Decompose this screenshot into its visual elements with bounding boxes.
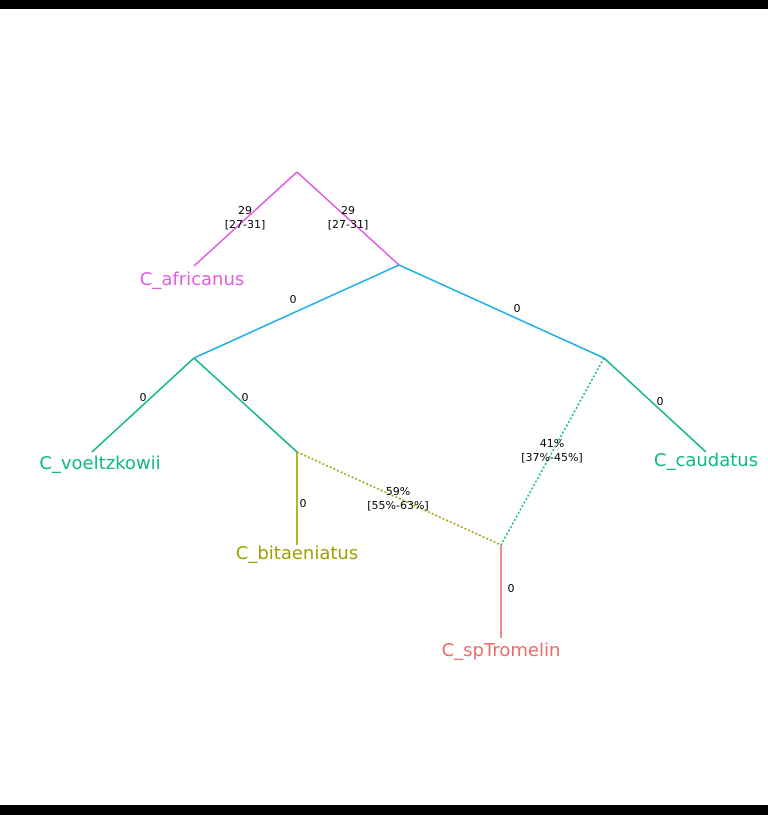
hybrid-edge-from-caudatus: [500, 357, 605, 546]
edge-n3-to-voeltzkowii: [91, 357, 195, 453]
label-n1-right: 0: [514, 302, 521, 315]
label-spTromelin: 0: [508, 582, 515, 595]
hybrid-edge-from-bitaeniatus: [296, 451, 502, 546]
tip-africanus: C_africanus: [140, 269, 244, 290]
tip-caudatus: C_caudatus: [654, 450, 758, 471]
label-hybrid-caud-pct: 41%: [540, 437, 564, 450]
label-root-right-range: [27-31]: [328, 218, 369, 231]
edge-root-to-africanus: [193, 171, 298, 267]
bottom-frame-bar: [0, 805, 768, 815]
tip-spTromelin: C_spTromelin: [442, 640, 561, 661]
label-caudatus: 0: [657, 395, 664, 408]
edge-n2-to-caudatus: [603, 357, 707, 453]
edge-n1-to-n2: [398, 264, 605, 359]
label-voeltzkowii: 0: [140, 391, 147, 404]
label-hybrid-bit-range: [55%-63%]: [367, 499, 428, 512]
tip-bitaeniatus: C_bitaeniatus: [236, 543, 358, 564]
label-hybrid-caud-range: [37%-45%]: [521, 451, 582, 464]
edge-root-to-n1: [296, 171, 400, 266]
label-hybrid-bit-pct: 59%: [386, 485, 410, 498]
label-n3-right: 0: [242, 391, 249, 404]
phylogenetic-network: 29 [27-31] 29 [27-31] 0 0 0 0 0 0 0 59% …: [39, 171, 758, 661]
label-root-left-value: 29: [238, 204, 252, 217]
label-bitaeniatus: 0: [300, 497, 307, 510]
edge-n3-to-h1: [193, 357, 298, 453]
network-canvas: 29 [27-31] 29 [27-31] 0 0 0 0 0 0 0 59% …: [0, 9, 768, 805]
edge-n1-to-n3: [193, 264, 400, 359]
label-n1-left: 0: [290, 293, 297, 306]
top-frame-bar: [0, 0, 768, 9]
label-root-left-range: [27-31]: [225, 218, 266, 231]
label-root-right-value: 29: [341, 204, 355, 217]
tip-voeltzkowii: C_voeltzkowii: [39, 453, 160, 474]
